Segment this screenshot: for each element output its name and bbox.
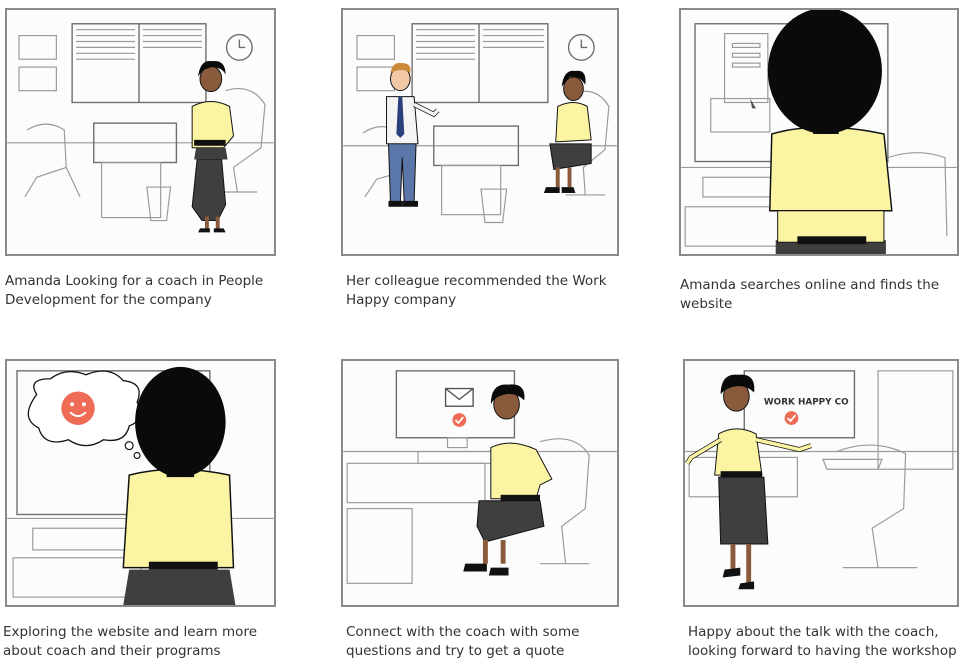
storyboard-panel-2: [341, 8, 619, 256]
scene-connect-with-coach: [343, 361, 617, 605]
screen-brand-text: WORK HAPPY CO: [764, 397, 849, 407]
panel-2-caption: Her colleague recommended the Work Happy…: [346, 273, 607, 308]
scene-happy-after-talk: WORK HAPPY CO: [685, 361, 957, 605]
panel-1-caption: Amanda Looking for a coach in People Dev…: [5, 273, 264, 308]
storyboard-panel-5: [341, 359, 619, 607]
office-scene-colleague-recommends: [343, 10, 617, 254]
scene-amanda-at-computer: [681, 10, 957, 254]
scene-thinking-happy: [7, 361, 274, 605]
checkmark-icon: [784, 411, 799, 425]
panel-3-caption: Amanda searches online and finds the web…: [680, 277, 940, 312]
wastebasket-icon: [480, 188, 508, 224]
colleague-figure: [386, 62, 440, 207]
amanda-sitting-figure: [543, 70, 592, 193]
wall-clock-icon: [567, 33, 595, 61]
amanda-back-figure: [122, 366, 236, 605]
amanda-sitting-figure: [463, 384, 553, 576]
panel-5-caption: Connect with the coach with some questio…: [346, 624, 580, 659]
amanda-back-figure: [767, 10, 893, 254]
storyboard-panel-4: [5, 359, 276, 607]
mail-envelope-icon: [444, 387, 474, 407]
office-scene-amanda-standing: [7, 10, 274, 254]
storyboard-panel-6: WORK HAPPY CO: [683, 359, 959, 607]
checkmark-icon: [452, 413, 467, 427]
amanda-figure: [191, 60, 234, 233]
wall-clock-icon: [225, 33, 253, 61]
panel-6-caption: Happy about the talk with the coach, loo…: [688, 624, 957, 659]
smiley-face-icon: [61, 391, 95, 425]
storyboard-panel-1: [5, 8, 276, 256]
storyboard-panel-3: [679, 8, 959, 256]
wastebasket-icon: [146, 186, 172, 222]
office-chair: [836, 444, 918, 569]
panel-4-caption: Exploring the website and learn more abo…: [3, 624, 258, 659]
amanda-walking-figure: [685, 374, 812, 590]
office-chair: [539, 438, 590, 565]
